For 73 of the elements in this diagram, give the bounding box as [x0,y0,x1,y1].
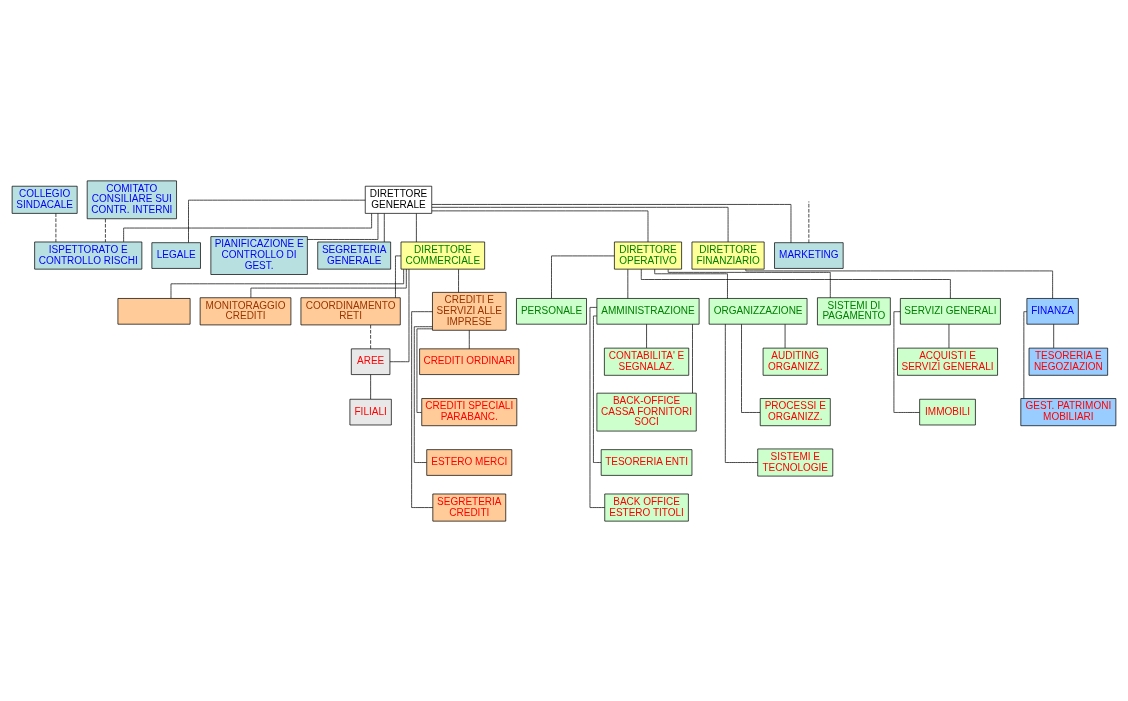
node-box: DIRETTORE FINANZIARIO [691,241,765,269]
node-box: FILIALI [349,398,392,425]
node-box: SEGRETERIA CREDITI [432,493,507,521]
connector [646,323,647,348]
node-box: DIRETTORE COMMERCIALE [400,241,485,269]
connector [55,212,57,242]
node-box: SERVIZI GENERALI [900,297,1001,325]
node-box: COORDINAMENTO RETI [300,296,401,325]
node-box: COLLEGIO SINDACALE [11,185,78,214]
node-box: MONITORAGGIO CREDITI [199,296,292,325]
connector [413,325,433,463]
node-box: AREE [350,348,391,375]
connector [1053,323,1055,348]
connector [123,212,372,242]
node-box: LEGALE [151,241,201,269]
connector [692,323,693,393]
node-box: COMITATO CONSILIARE SUI CONTR. INTERNI [86,180,177,219]
connector [551,255,615,299]
connector [395,255,402,298]
connector [416,212,417,242]
connector [654,268,728,299]
node-box: CONTABILITA' E SEGNALAZ. [604,347,690,376]
connector [745,268,1053,299]
connector [370,324,371,349]
connector [627,268,629,299]
node-box: FINANZA [1026,297,1079,325]
node-box [117,297,191,325]
node-box: BACK-OFFICE CASSA FORNITORI SOCI [596,392,697,431]
node-box: GEST. PATRIMONI MOBILIARI [1020,397,1117,426]
node-box: CREDITI E SERVIZI ALLE IMPRESE [432,291,507,331]
connector [188,199,366,243]
node-box: IMMOBILI [919,398,976,425]
connector [250,268,407,298]
node-box: SEGRETERIA GENERALE [317,241,391,269]
node-box: ORGANIZZAZIONE [708,297,808,325]
connector [458,268,459,293]
node-box: CREDITI SPECIALI PARABANC. [421,397,518,426]
node-box: PROCESSI E ORGANIZZ. [759,397,831,426]
connector [1023,310,1028,399]
node-box: PERSONALE [516,297,587,325]
connector [431,203,792,243]
connector [808,200,810,243]
node-box: CREDITI ORDINARI [419,348,520,375]
connector [389,268,410,362]
node-box: DIRETTORE GENERALE [364,185,433,214]
connector [105,218,106,242]
node-box: MARKETING [774,241,844,269]
node-box: SISTEMI DI PAGAMENTO [817,296,891,325]
node-box: PIANIFICAZIONE E CONTROLLO DI GEST. [210,235,308,275]
connector [589,306,605,508]
connector [593,315,602,463]
node-box: ISPETTORATO E CONTROLLO RISCHI [34,241,143,269]
connector [370,373,371,399]
connector [411,310,434,508]
connector [724,323,758,463]
connector [383,212,385,242]
node-box: TESORERIA ENTI [600,448,693,476]
node-box: ACQUISTI E SERVIZI GENERALI [897,347,998,376]
connector [468,329,470,349]
connector [741,323,761,413]
node-box: SISTEMI E TECNOLOGIE [757,448,834,476]
connector [416,328,433,413]
connector [170,268,404,299]
node-box: DIRETTORE OPERATIVO [614,241,682,269]
connector [667,268,831,298]
node-box: AUDITING ORGANIZZ. [762,347,828,376]
node-box: BACK OFFICE ESTERO TITOLI [604,493,689,521]
node-box: TESORERIA E NEGOZIAZION [1028,347,1108,376]
node-box: ESTERO MERCI [426,448,513,476]
connector [640,268,951,299]
node-box: AMMINISTRAZIONE [596,297,700,325]
connector [893,310,920,413]
connector [307,212,379,240]
